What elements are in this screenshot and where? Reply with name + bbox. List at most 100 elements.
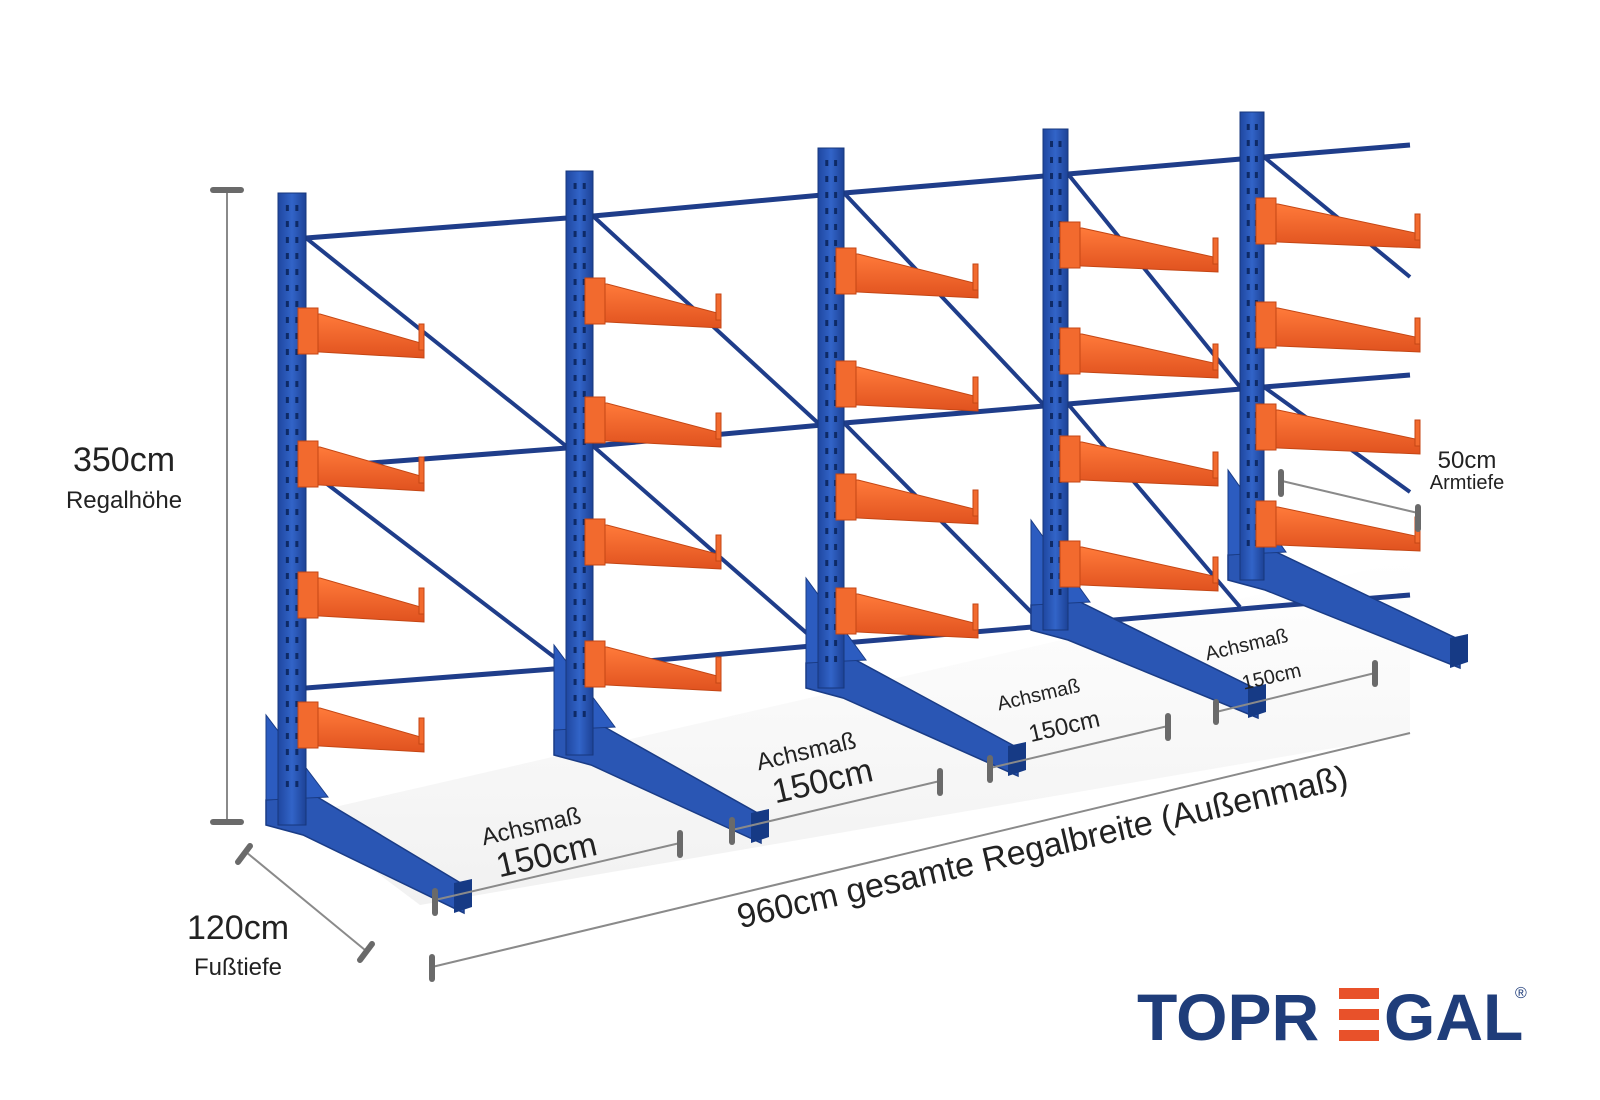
perforation xyxy=(1050,189,1053,195)
perforation xyxy=(834,336,838,342)
perforation xyxy=(1246,204,1250,210)
perforation xyxy=(295,397,299,403)
perforation xyxy=(573,359,577,365)
logo-registered-mark: ® xyxy=(1515,985,1527,1002)
perforation xyxy=(295,413,299,419)
arm-end-stop-1-4 xyxy=(418,717,425,745)
base-foot-end-5 xyxy=(1450,634,1468,668)
perforation xyxy=(285,589,289,595)
perforation xyxy=(1246,316,1250,322)
perforation xyxy=(1254,396,1258,402)
perforation xyxy=(573,455,577,461)
perforation xyxy=(582,567,586,573)
perforation xyxy=(295,509,299,515)
perforation xyxy=(825,240,829,246)
perforation xyxy=(834,192,838,198)
perforation xyxy=(285,365,289,371)
perforation xyxy=(573,679,577,685)
perforation xyxy=(1246,396,1250,402)
cantilever-arm-5-3 xyxy=(1255,409,1421,455)
perforation xyxy=(285,461,289,467)
perforation xyxy=(582,199,586,205)
rack-upright-5 xyxy=(1227,111,1468,670)
perforation xyxy=(582,311,586,317)
perforation xyxy=(285,221,289,227)
arm-end-stop-5-1 xyxy=(1414,213,1421,241)
foot-depth-dimension: 120cm Fußtiefe xyxy=(187,843,375,981)
perforation xyxy=(295,653,299,659)
rack-upright-4 xyxy=(1030,128,1266,720)
perforation xyxy=(573,695,577,701)
perforation xyxy=(834,432,838,438)
perforation xyxy=(582,695,586,701)
perforation xyxy=(825,560,829,566)
perforation xyxy=(295,733,299,739)
perforation xyxy=(825,416,829,422)
perforation xyxy=(295,461,299,467)
perforation xyxy=(582,647,586,653)
perforation xyxy=(1246,492,1250,498)
perforation xyxy=(1050,381,1053,387)
perforation xyxy=(295,573,299,579)
perforation xyxy=(1254,124,1258,130)
perforation xyxy=(1254,380,1258,386)
perforation xyxy=(1246,332,1250,338)
perforation xyxy=(1058,205,1062,211)
perforation xyxy=(285,509,289,515)
perforation xyxy=(285,717,289,723)
perforation xyxy=(1050,525,1053,531)
perforation xyxy=(582,327,586,333)
perforation xyxy=(825,176,829,182)
perforation xyxy=(573,295,577,301)
arm-bracket-5-4 xyxy=(1255,500,1277,548)
arm-bracket-1-1 xyxy=(297,307,319,355)
perforation xyxy=(285,477,289,483)
perforation xyxy=(1246,540,1250,546)
perforation xyxy=(1058,301,1062,307)
arm-bracket-1-4 xyxy=(297,701,319,749)
perforation xyxy=(285,285,289,291)
perforation xyxy=(1246,412,1250,418)
perforation xyxy=(825,464,829,470)
arm-end-stop-1-1 xyxy=(418,323,425,351)
perforation xyxy=(1246,284,1250,290)
perforation xyxy=(1254,476,1258,482)
perforation xyxy=(1058,413,1062,419)
diagonal-brace-lower-2 xyxy=(591,444,820,645)
height-label: Regalhöhe xyxy=(66,487,182,514)
perforation xyxy=(285,557,289,563)
arm-end-stop-2-4 xyxy=(715,656,722,684)
diagonal-brace-upper-4 xyxy=(1066,172,1242,389)
perforation xyxy=(295,365,299,371)
perforation xyxy=(834,208,838,214)
perforation xyxy=(1050,509,1053,515)
perforation xyxy=(295,477,299,483)
rack-upright-2 xyxy=(553,170,769,845)
perforation xyxy=(582,631,586,637)
perforation xyxy=(1246,140,1250,146)
perforation xyxy=(1254,460,1258,466)
perforation xyxy=(573,199,577,205)
arm-bracket-3-1 xyxy=(835,247,857,295)
perforation xyxy=(285,765,289,771)
perforation xyxy=(825,288,829,294)
perforation xyxy=(1050,237,1053,243)
height-dimension: 350cm Regalhöhe xyxy=(66,187,244,825)
tie-rod-level-2 xyxy=(305,372,1411,471)
diagonal-brace-lower-1 xyxy=(304,466,568,668)
perforation xyxy=(1254,492,1258,498)
perforation xyxy=(1058,317,1062,323)
perforation xyxy=(1050,493,1053,499)
perforation xyxy=(295,669,299,675)
perforation xyxy=(1050,269,1053,275)
perforation xyxy=(834,352,838,358)
perforation xyxy=(1254,284,1258,290)
perforation xyxy=(295,237,299,243)
perforation xyxy=(285,237,289,243)
perforation xyxy=(1050,349,1053,355)
perforation xyxy=(834,176,838,182)
perforation xyxy=(285,253,289,259)
perforation xyxy=(295,605,299,611)
perforation xyxy=(582,487,586,493)
perforation xyxy=(1246,124,1250,130)
